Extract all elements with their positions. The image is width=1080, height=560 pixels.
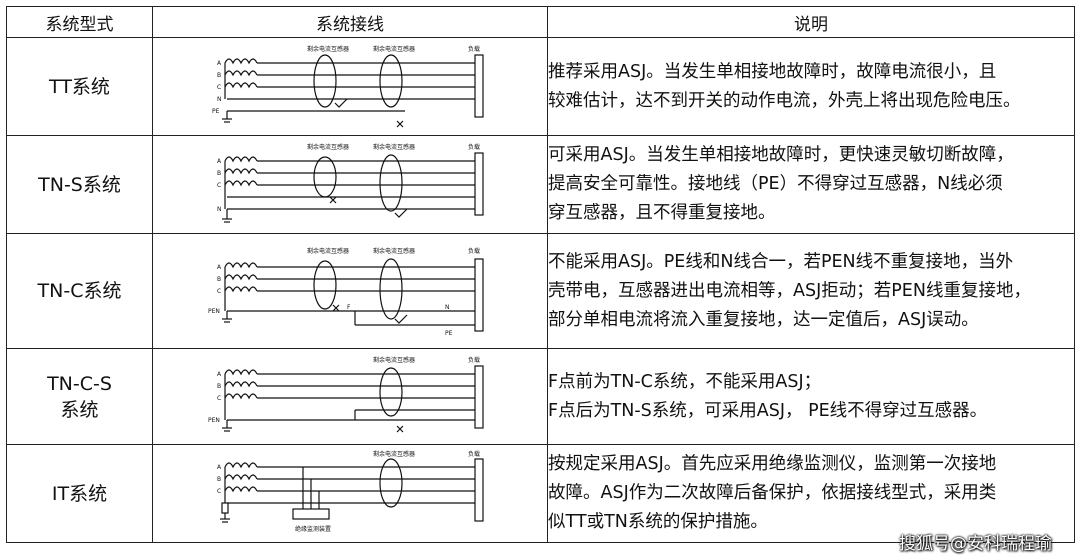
description-line: 穿互感器，且不得重复接地。 [548,203,776,223]
point-f-label: F [347,304,351,311]
wiring-diagram-cell: A B C 绝缘监测装置 剩余电流互感器 负载 [152,444,548,543]
row-it: IT系统 A B C 绝缘监测装置 剩余电流互感器 [6,444,1075,543]
load-label: 负载 [468,143,480,151]
description-cell: 按规定采用ASJ。首先应采用绝缘监测仪，监测第一次接地 故障。ASJ作为二次故障… [547,444,1075,543]
phase-a-label: A [217,464,222,471]
neutral-label: N [217,96,222,103]
transformer-label: 剩余电流互感器 [373,247,415,255]
phase-c-label: C [217,488,221,495]
description-line: 部分单相电流将流入重复接地，达一定值后，ASJ误动。 [548,309,979,330]
transformer-label: 剩余电流互感器 [373,356,415,364]
transformer-label: 剩余电流互感器 [307,247,349,255]
row-tn-s: TN-S系统 A B C N 剩余电流互感器 剩余电流互感器 [6,135,1075,234]
system-type-name: TN-C系统 [37,280,122,302]
system-type-name: TN-S系统 [38,173,121,196]
wiring-diagram-cell: A B C PEN 剩余电流互感器 负载 [152,348,548,445]
description-line: F点前为TN-C系统，不能采用ASJ； [548,371,822,392]
header-description: 说明 [547,6,1075,38]
row-tn-c: TN-C系统 A B C PEN F N PE [6,233,1075,349]
phase-c-label: C [217,288,221,295]
description-line: 较难估计，达不到开关的动作电流，外壳上将出现危险电压。 [548,90,1021,111]
phase-b-label: B [217,72,221,79]
system-type-cell: TN-S系统 [6,135,153,234]
description-line: 按规定采用ASJ。首先应采用绝缘监测仪，监测第一次接地 [548,454,997,474]
system-type-cell: IT系统 [6,444,153,543]
description-line: 提高安全可靠性。接地线（PE）不得穿过互感器，N线必须 [548,174,1003,194]
neutral-label: N [217,206,222,213]
system-type-name: TN-C-S [47,372,112,395]
wiring-diagram-cell: A B C PEN F N PE 剩余电流互感器 剩余电流互感器 [152,233,548,349]
description-cell: 推荐采用ASJ。当发生单相接地故障时，故障电流很小，且 较难估计，达不到开关的动… [547,37,1075,136]
phase-c-label: C [217,395,221,402]
system-type-name: 系统 [60,398,99,421]
system-type-cell: TN-C系统 [6,233,153,349]
phase-b-label: B [217,170,221,177]
load-label: 负载 [468,450,480,458]
phase-a-label: A [217,60,222,67]
tn-s-wiring-diagram: A B C N 剩余电流互感器 剩余电流互感器 负载 [217,143,484,223]
pen-label: PEN [208,308,220,315]
neutral-label: N [445,304,450,311]
description-line: 壳带电，互感器进出电流相等，ASJ拒动；若PEN线重复接地， [548,280,1031,301]
phase-c-label: C [217,84,221,91]
description-line: 不能采用ASJ。PE线和N线合一，若PEN线不重复接地，当外 [548,251,1014,272]
pe-label: PE [212,108,220,115]
load-label: 负载 [468,247,480,255]
description-cell: F点前为TN-C系统，不能采用ASJ； F点后为TN-S系统，可采用ASJ， P… [547,348,1075,445]
header-system-type: 系统型式 [6,6,153,38]
watermark: 搜狐号@安科瑞程瑜 [899,534,1052,554]
system-comparison-table: 系统型式 系统接线 说明 TT系统 A B C N PE [6,6,1075,543]
pen-label: PEN [208,417,220,424]
description-line: F点后为TN-S系统，可采用ASJ， PE线不得穿过互感器。 [548,400,988,421]
description-line: 可采用ASJ。当发生单相接地故障时，更快速灵敏切断故障， [548,145,1014,165]
system-type-name: TT系统 [49,75,110,98]
phase-a-label: A [217,371,222,378]
system-type-name: IT系统 [51,482,108,505]
header-wiring: 系统接线 [152,6,548,38]
load-label: 负载 [468,356,480,364]
wiring-diagram-cell: A B C N 剩余电流互感器 剩余电流互感器 负载 [152,135,548,234]
transformer-label: 剩余电流互感器 [373,143,415,151]
phase-c-label: C [217,182,221,189]
phase-b-label: B [217,476,221,483]
system-type-cell: TT系统 [6,37,153,136]
phase-a-label: A [217,264,222,271]
transformer-label: 剩余电流互感器 [307,143,349,151]
phase-b-label: B [217,383,221,390]
pe-label: PE [445,330,453,337]
tt-wiring-diagram: A B C N PE 剩余电流互感器 剩余电流互感器 负载 [212,45,484,127]
description-cell: 可采用ASJ。当发生单相接地故障时，更快速灵敏切断故障， 提高安全可靠性。接地线… [547,135,1075,234]
system-type-cell: TN-C-S 系统 [6,348,153,445]
description-line: 故障。ASJ作为二次故障后备保护，依据接线型式，采用类 [548,483,997,503]
header-row: 系统型式 系统接线 说明 [6,6,1075,38]
row-tt: TT系统 A B C N PE 剩余电流互感器 剩余电流互感器 [6,37,1075,136]
transformer-label: 剩余电流互感器 [373,450,415,458]
tn-c-s-wiring-diagram: A B C PEN 剩余电流互感器 负载 [208,356,484,432]
load-label: 负载 [468,45,480,53]
transformer-label: 剩余电流互感器 [373,45,415,53]
tn-c-wiring-diagram: A B C PEN F N PE 剩余电流互感器 剩余电流互感器 [208,247,484,337]
description-line: 似TT或TN系统的保护措施。 [548,512,768,532]
transformer-label: 剩余电流互感器 [307,45,349,53]
phase-a-label: A [217,158,222,165]
phase-b-label: B [217,276,221,283]
wiring-diagram-cell: A B C N PE 剩余电流互感器 剩余电流互感器 负载 [152,37,548,136]
description-line: 推荐采用ASJ。当发生单相接地故障时，故障电流很小，且 [548,61,997,82]
description-cell: 不能采用ASJ。PE线和N线合一，若PEN线不重复接地，当外 壳带电，互感器进出… [547,233,1075,349]
insulation-monitor-label: 绝缘监测装置 [295,525,331,533]
row-tn-c-s: TN-C-S 系统 A B C PEN 剩余电流互感器 [6,348,1075,445]
it-wiring-diagram: A B C 绝缘监测装置 剩余电流互感器 负载 [217,450,484,533]
